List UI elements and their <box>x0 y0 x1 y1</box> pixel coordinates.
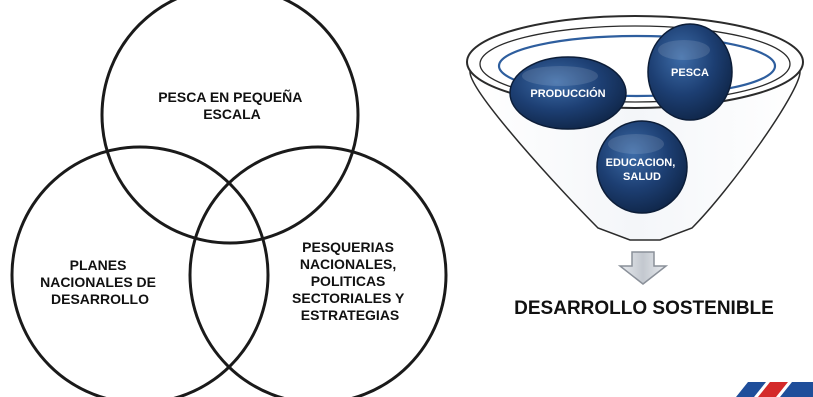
venn-left-label: PLANES NACIONALES DE DESARROLLO <box>40 257 160 307</box>
bubble-produccion: PRODUCCIÓN <box>509 56 627 130</box>
venn-right-line-4: SECTORIALES Y <box>292 290 405 306</box>
venn-circle-top <box>100 0 360 245</box>
venn-right-line-2: NACIONALES, <box>300 256 396 272</box>
bubble-educacion-line-2: SALUD <box>623 171 661 183</box>
venn-top-label: PESCA EN PEQUEÑA ESCALA <box>158 88 306 122</box>
bubble-pesca: PESCA <box>647 23 733 121</box>
venn-right-label: PESQUERIAS NACIONALES, POLITICAS SECTORI… <box>292 239 408 323</box>
funnel-rim-inner <box>497 34 777 98</box>
venn-right-line-5: ESTRATEGIAS <box>301 307 400 323</box>
venn-right-line-1: PESQUERIAS <box>302 239 394 255</box>
bubble-produccion-label: PRODUCCIÓN <box>530 87 605 100</box>
down-arrow-icon <box>617 251 669 285</box>
venn-top-line-2: ESCALA <box>203 106 261 122</box>
venn-circle-left <box>10 145 270 397</box>
bubble-educacion-line-1: EDUCACION, <box>606 157 676 169</box>
venn-left-line-2: NACIONALES DE <box>40 274 156 290</box>
venn-circle-right <box>188 145 448 397</box>
funnel-rim-middle <box>479 25 791 103</box>
bubble-pesca-label: PESCA <box>671 67 709 79</box>
logo-stripes <box>736 382 813 397</box>
venn-right-line-3: POLITICAS <box>311 273 386 289</box>
venn-top-line-1: PESCA EN PEQUEÑA <box>158 88 302 105</box>
bubble-educacion: EDUCACION, SALUD <box>596 120 688 214</box>
funnel-diagram: PRODUCCIÓN PESCA EDUCACION, SALUD DESARR… <box>466 15 804 319</box>
bubble-educacion-label: EDUCACION, SALUD <box>606 157 679 183</box>
venn-left-line-1: PLANES <box>70 257 127 273</box>
venn-left-line-3: DESARROLLO <box>51 291 149 307</box>
result-label: DESARROLLO SOSTENIBLE <box>514 298 774 319</box>
venn-diagram: PESCA EN PEQUEÑA ESCALA PLANES NACIONALE… <box>10 0 448 397</box>
